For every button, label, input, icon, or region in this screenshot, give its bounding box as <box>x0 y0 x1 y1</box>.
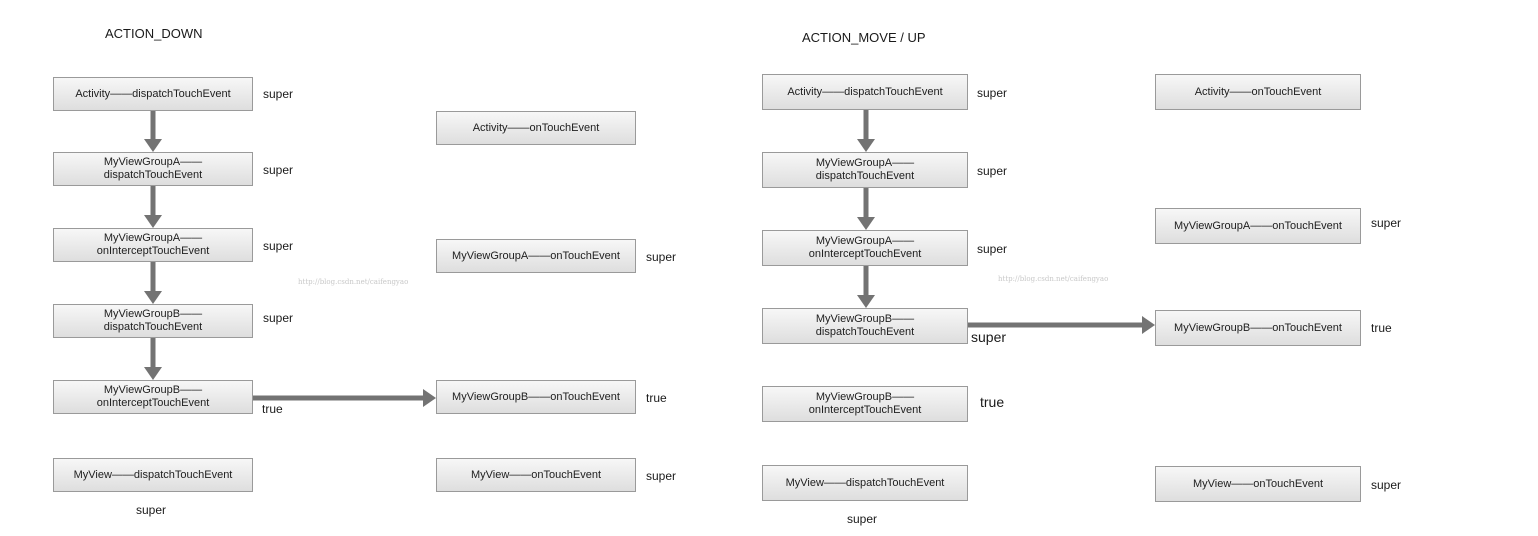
left-groupb-touch-return: true <box>646 391 667 405</box>
left-arrow-groupa-intercept-to-groupb <box>144 262 162 304</box>
left-arrow-activity-to-groupa <box>144 111 162 152</box>
left-groupa-touch-node: MyViewGroupA——onTouchEvent <box>436 239 636 273</box>
right-view-dispatch-return: super <box>847 512 878 526</box>
right-groupa-intercept-return: super <box>977 242 1008 256</box>
left-view-touch-node: MyView——onTouchEvent <box>436 458 636 492</box>
right-activity-dispatch-node: Activity——dispatchTouchEvent <box>762 74 968 110</box>
right-activity-touch-node: Activity——onTouchEvent <box>1155 74 1361 110</box>
right-groupa-intercept-node: MyViewGroupA—— onInterceptTouchEvent <box>762 230 968 266</box>
left-diagram-heading: ACTION_DOWN <box>105 26 203 41</box>
right-groupb-intercept-node: MyViewGroupB—— onInterceptTouchEvent <box>762 386 968 422</box>
left-arrow-groupb-dispatch-to-intercept <box>144 338 162 380</box>
right-groupa-dispatch-node: MyViewGroupA—— dispatchTouchEvent <box>762 152 968 188</box>
right-watermark: http://blog.csdn.net/caifengyao <box>998 275 1109 283</box>
right-arrow-groupa-dispatch-to-intercept <box>857 188 875 230</box>
left-arrow-groupb-intercept-to-touch <box>253 389 436 407</box>
right-groupb-intercept-return: true <box>980 394 1005 410</box>
left-groupa-touch-return: super <box>646 250 677 264</box>
left-view-touch-return: super <box>646 469 677 483</box>
right-groupa-touch-node: MyViewGroupA——onTouchEvent <box>1155 208 1361 244</box>
left-groupb-touch-node: MyViewGroupB——onTouchEvent <box>436 380 636 414</box>
left-groupb-dispatch-node: MyViewGroupB—— dispatchTouchEvent <box>53 304 253 338</box>
left-activity-touch-node: Activity——onTouchEvent <box>436 111 636 145</box>
right-groupb-dispatch-node: MyViewGroupB—— dispatchTouchEvent <box>762 308 968 344</box>
right-arrow-activity-to-groupa <box>857 110 875 152</box>
left-groupb-dispatch-return: super <box>263 311 294 325</box>
left-arrow-groupa-dispatch-to-intercept <box>144 186 162 228</box>
right-groupb-dispatch-return: super <box>971 329 1007 345</box>
left-groupb-intercept-return: true <box>262 402 283 416</box>
left-groupa-intercept-node: MyViewGroupA—— onInterceptTouchEvent <box>53 228 253 262</box>
right-arrow-groupa-intercept-to-groupb <box>857 266 875 308</box>
right-view-touch-node: MyView——onTouchEvent <box>1155 466 1361 502</box>
right-arrow-groupb-dispatch-to-touch <box>968 316 1155 334</box>
left-groupa-intercept-return: super <box>263 239 294 253</box>
left-groupb-intercept-node: MyViewGroupB—— onInterceptTouchEvent <box>53 380 253 414</box>
right-activity-dispatch-return: super <box>977 86 1008 100</box>
left-activity-dispatch-return: super <box>263 87 294 101</box>
right-view-touch-return: super <box>1371 478 1402 492</box>
right-groupa-dispatch-return: super <box>977 164 1008 178</box>
right-diagram-heading: ACTION_MOVE / UP <box>802 30 926 45</box>
right-groupa-touch-return: super <box>1371 216 1402 230</box>
left-activity-dispatch-node: Activity——dispatchTouchEvent <box>53 77 253 111</box>
left-watermark: http://blog.csdn.net/caifengyao <box>298 278 409 286</box>
right-view-dispatch-node: MyView——dispatchTouchEvent <box>762 465 968 501</box>
left-groupa-dispatch-node: MyViewGroupA—— dispatchTouchEvent <box>53 152 253 186</box>
right-groupb-touch-return: true <box>1371 321 1392 335</box>
left-view-dispatch-node: MyView——dispatchTouchEvent <box>53 458 253 492</box>
left-groupa-dispatch-return: super <box>263 163 294 177</box>
left-view-dispatch-return: super <box>136 503 167 517</box>
right-groupb-touch-node: MyViewGroupB——onTouchEvent <box>1155 310 1361 346</box>
